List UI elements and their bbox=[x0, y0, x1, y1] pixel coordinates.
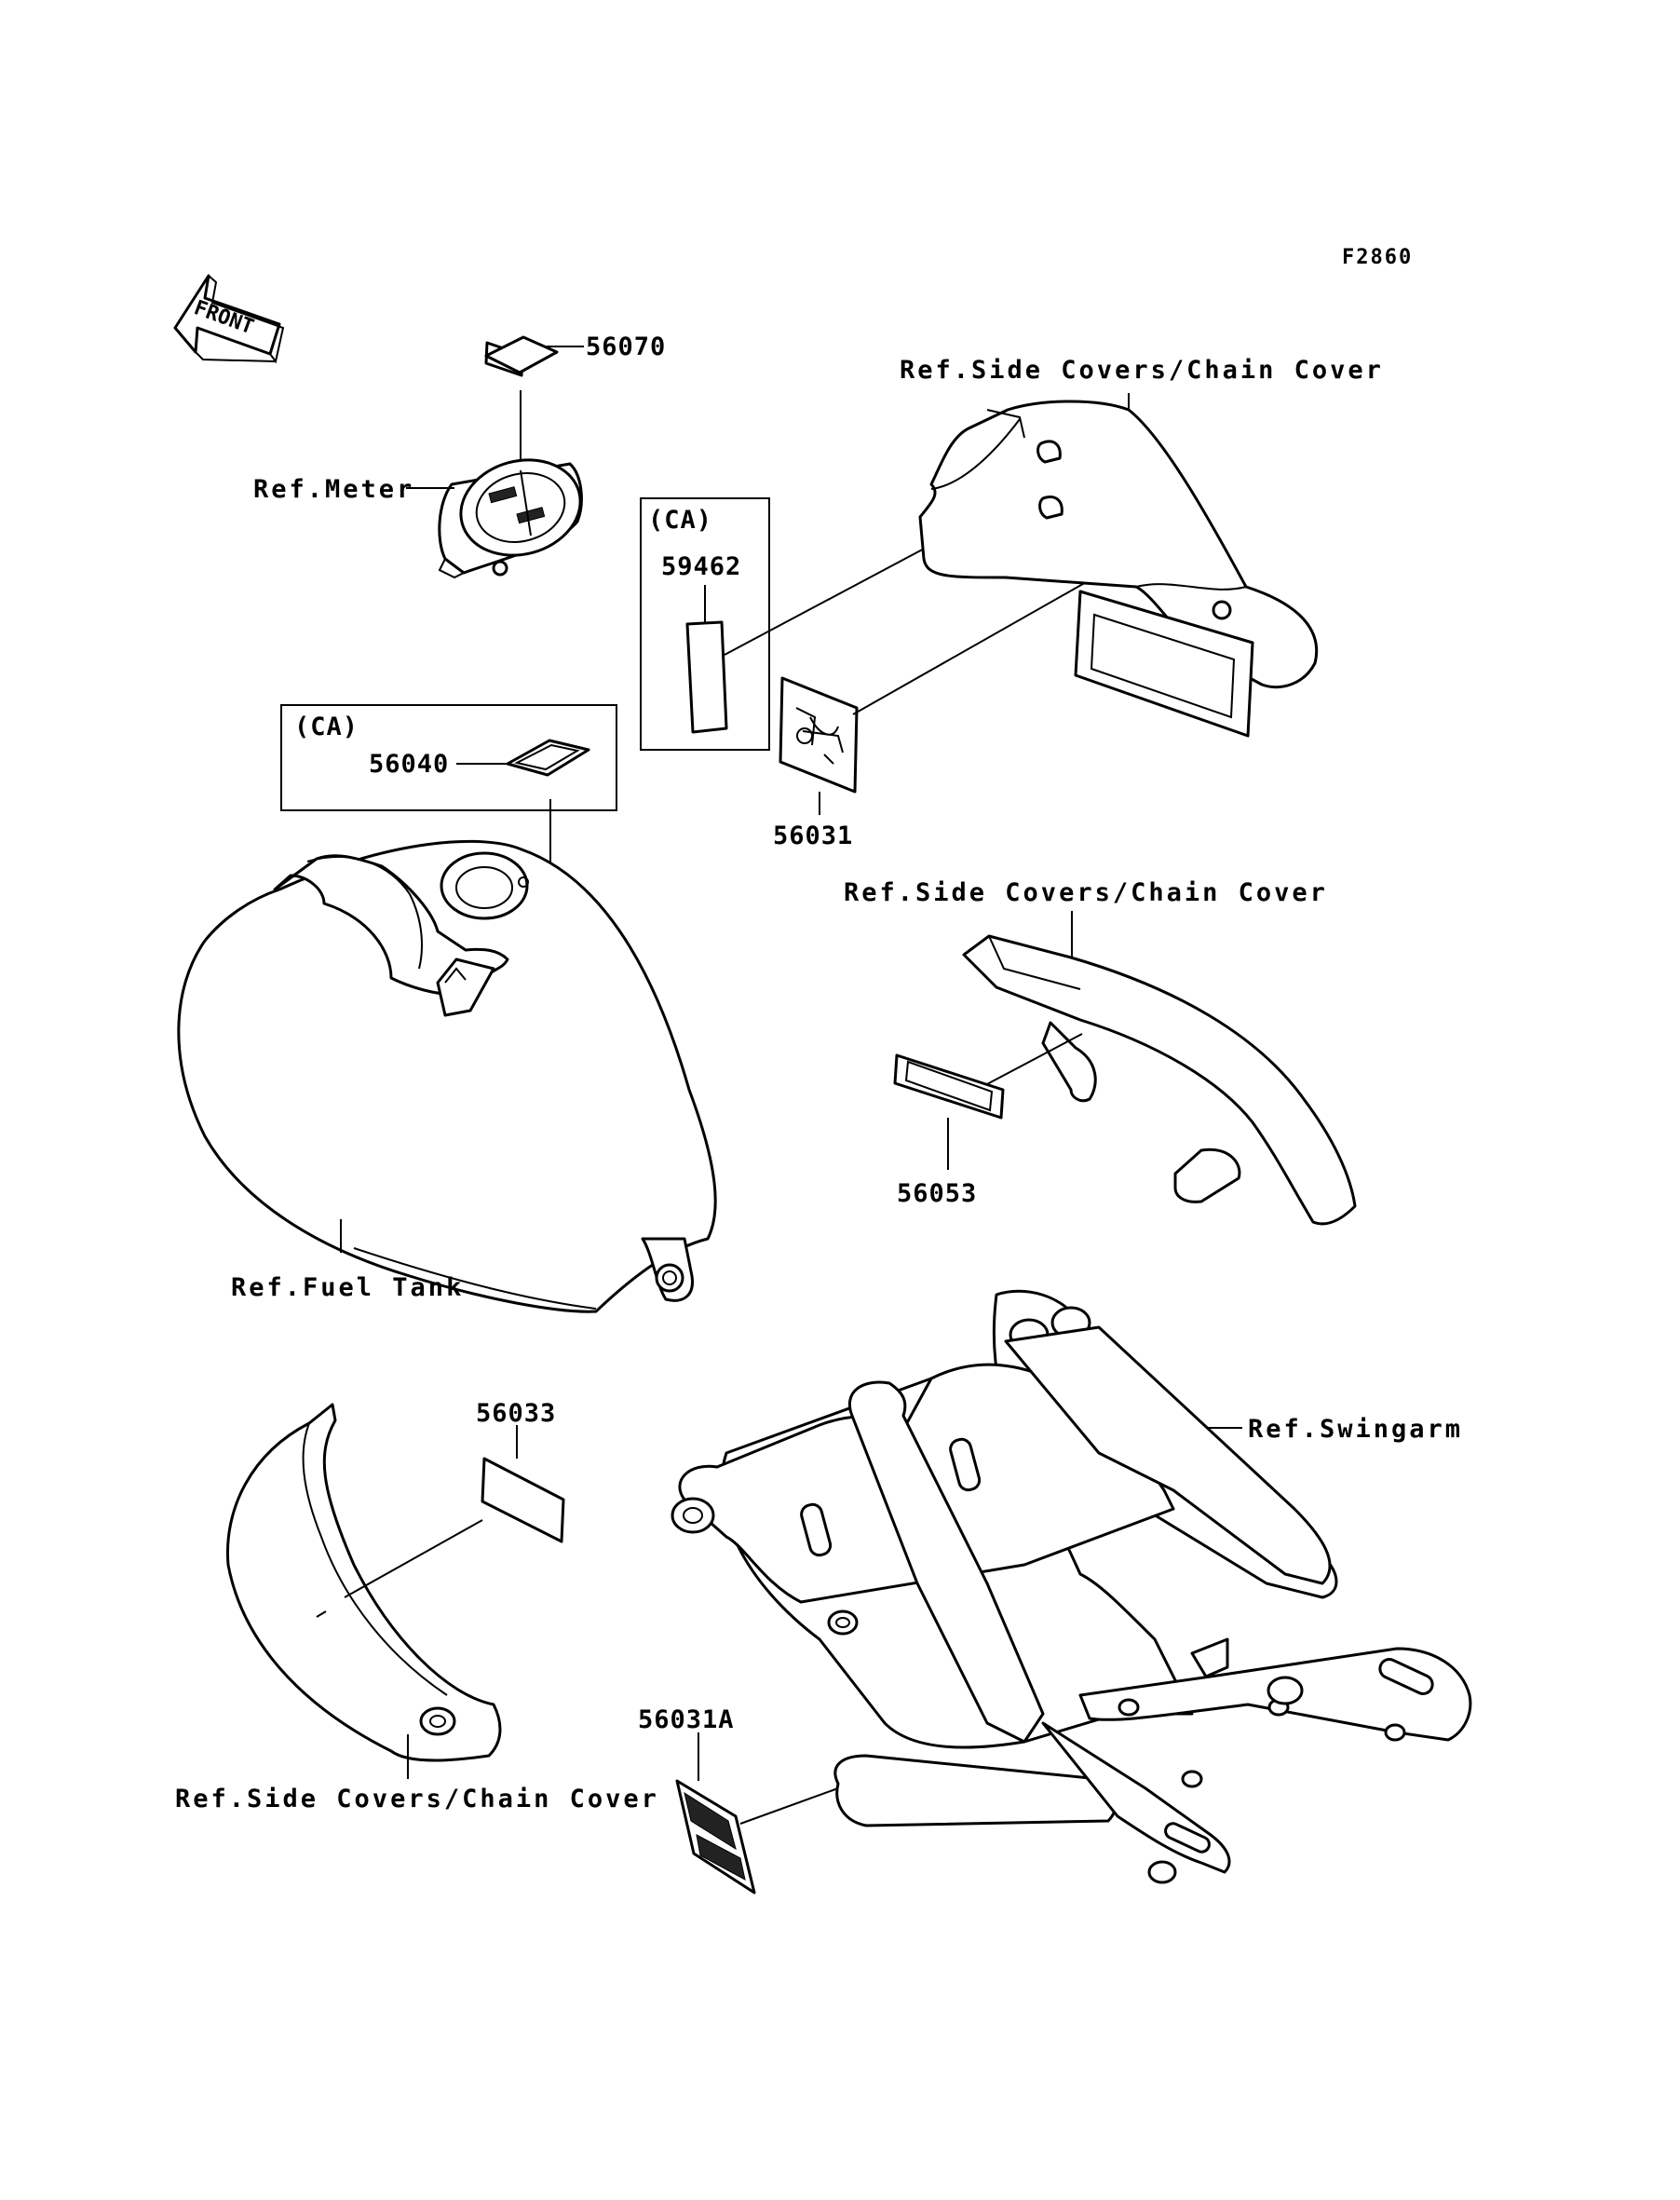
label-56033 bbox=[481, 1457, 565, 1543]
ref-fuel-tank-label: Ref.Fuel Tank bbox=[231, 1273, 464, 1302]
front-arrow-icon: FRONT bbox=[173, 274, 285, 364]
ca-label-right: (CA) bbox=[648, 506, 712, 535]
part-number-56031: 56031 bbox=[773, 822, 853, 850]
ca-box-right bbox=[640, 497, 770, 751]
meter-label-56070 bbox=[484, 335, 584, 377]
part-number-56033: 56033 bbox=[476, 1399, 556, 1428]
diagram-code: F2860 bbox=[1342, 246, 1413, 269]
side-cover-chain-cover-mid bbox=[962, 934, 1357, 1226]
label-59462 bbox=[685, 620, 728, 734]
ref-swingarm-label: Ref.Swingarm bbox=[1248, 1415, 1463, 1444]
label-56031 bbox=[779, 676, 859, 794]
label-56040 bbox=[506, 739, 590, 777]
meter-illustration bbox=[438, 458, 583, 579]
ref-side-covers-mid-label: Ref.Side Covers/Chain Cover bbox=[844, 878, 1328, 907]
swingarm-illustration bbox=[671, 1289, 1472, 1884]
part-number-56040: 56040 bbox=[369, 750, 449, 779]
ca-label-left: (CA) bbox=[294, 713, 359, 741]
ca-box-left bbox=[280, 704, 617, 811]
label-56053 bbox=[893, 1053, 1005, 1120]
part-number-56053: 56053 bbox=[897, 1179, 977, 1208]
part-number-56070: 56070 bbox=[586, 333, 666, 361]
side-cover-chain-cover-top bbox=[918, 400, 1319, 738]
part-number-59462: 59462 bbox=[661, 552, 741, 581]
side-cover-chain-cover-bottom bbox=[225, 1403, 502, 1762]
ref-meter-label: Ref.Meter bbox=[253, 475, 414, 504]
ref-side-covers-bottom-label: Ref.Side Covers/Chain Cover bbox=[175, 1785, 659, 1813]
ref-side-covers-top-label: Ref.Side Covers/Chain Cover bbox=[900, 356, 1384, 385]
label-56031A bbox=[675, 1779, 756, 1894]
part-number-56031A: 56031A bbox=[638, 1705, 735, 1734]
fuel-tank-illustration bbox=[177, 839, 717, 1313]
